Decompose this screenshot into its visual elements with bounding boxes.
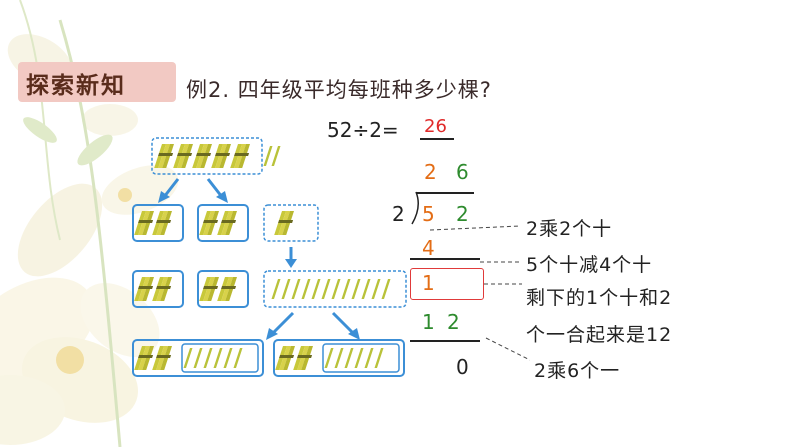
dividend-ones: 2 (456, 202, 469, 226)
division-equation: 52÷2= (327, 118, 399, 142)
row4-box-2 (273, 339, 405, 377)
row3-box-3 (263, 270, 407, 308)
annotation-step-1: 2乘2个十 (526, 218, 613, 240)
annotation-step-2: 5个十减4个十 (526, 254, 653, 276)
product-tens: 4 (422, 236, 435, 260)
annotation-step-4: 2乘6个一 (534, 360, 621, 382)
annotation-step-3b: 个一合起来是12 (526, 324, 673, 346)
quotient-tens: 2 (424, 160, 437, 184)
question-text: 例2. 四年级平均每班种多少棵? (186, 78, 492, 102)
section-title: 探索新知 (26, 72, 126, 99)
row3-box-2 (197, 270, 249, 308)
bring-down-tens: 1 (422, 310, 435, 334)
sticks-diagram (132, 137, 407, 377)
top-sticks-box (151, 137, 263, 175)
remainder-highlight-box (410, 268, 484, 300)
row2-box-2 (197, 204, 249, 242)
annotation-step-3a: 剩下的1个十和2 (526, 287, 673, 309)
quotient-ones: 6 (456, 160, 469, 184)
division-bar (416, 192, 474, 194)
row2-box-3 (263, 204, 319, 242)
section-banner (18, 62, 176, 102)
twelve-sticks (271, 279, 391, 299)
bring-down-ones: 2 (447, 310, 460, 334)
annotation-connectors (430, 225, 530, 361)
equation-answer: 26 (424, 116, 447, 137)
final-remainder: 0 (456, 355, 469, 379)
row4-box-1 (132, 339, 264, 377)
subtraction-line-2 (410, 340, 480, 342)
answer-underline (420, 138, 454, 140)
division-bracket (411, 191, 419, 225)
remainder-tens: 1 (422, 271, 435, 295)
divisor: 2 (392, 202, 405, 226)
row3-box-1 (132, 270, 184, 308)
dividend-tens: 5 (422, 202, 435, 226)
row2-box-1 (132, 204, 184, 242)
subtraction-line-1 (410, 258, 480, 260)
